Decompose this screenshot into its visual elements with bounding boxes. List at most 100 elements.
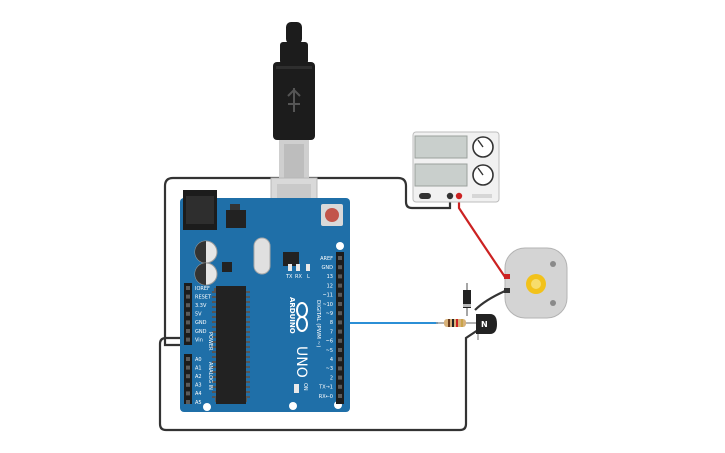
header-pin[interactable]: [186, 382, 190, 387]
led-rx-label: RX: [295, 274, 302, 280]
header-pin[interactable]: [186, 303, 190, 308]
digital-header-label: DIGITAL (PWM ~): [315, 300, 321, 347]
pin-label: A0: [195, 357, 202, 363]
pin-label: 2: [330, 375, 333, 381]
header-pin[interactable]: [338, 311, 342, 316]
pin-label: RESET: [195, 294, 212, 300]
pin-label: Vin: [195, 337, 203, 343]
pin-label: 8: [330, 320, 333, 326]
header-pin[interactable]: [338, 320, 342, 325]
header-pin[interactable]: [338, 302, 342, 306]
header-pin[interactable]: [338, 366, 342, 371]
supply-negative-terminal[interactable]: [446, 192, 454, 200]
arduino-logo-text: ARDUINO: [288, 297, 296, 334]
header-pin[interactable]: [186, 357, 190, 361]
header-pin[interactable]: [338, 274, 342, 279]
pin-label: A1: [195, 365, 202, 371]
pin-label: ~5: [326, 348, 333, 354]
header-pin[interactable]: [338, 329, 342, 334]
header-pin[interactable]: [186, 286, 190, 290]
header-pin[interactable]: [186, 337, 190, 342]
power-pin-strip[interactable]: IOREF RESET 3.3V 5V GND GND Vin: [186, 286, 212, 344]
motor-terminal-negative[interactable]: [504, 288, 510, 293]
wire-supply-to-motor[interactable]: [457, 198, 506, 278]
board-model: UNO: [293, 346, 309, 378]
transistor-label: N: [481, 320, 488, 329]
header-pin[interactable]: [186, 294, 190, 299]
pin-label: ~3: [326, 366, 333, 372]
power-header-label: POWER: [207, 332, 213, 351]
crystal-oscillator: [253, 237, 271, 275]
pin-label: TX→1: [318, 385, 333, 391]
voltage-regulator: [226, 210, 246, 228]
pin-label: ~11: [322, 293, 333, 299]
header-pin[interactable]: [186, 391, 190, 396]
diode[interactable]: [463, 283, 471, 316]
pin-label: A4: [195, 391, 202, 397]
arduino-logo: [296, 302, 308, 332]
dc-motor[interactable]: [504, 247, 568, 319]
header-pin[interactable]: [338, 375, 342, 380]
supply-positive-terminal[interactable]: [455, 192, 463, 200]
resistor[interactable]: [436, 319, 476, 327]
board-leds: [288, 264, 310, 271]
atmega-chip: [212, 286, 250, 404]
header-pin[interactable]: [338, 256, 342, 260]
header-pin[interactable]: [338, 348, 342, 352]
power-jack: [183, 190, 217, 230]
pin-label: IOREF: [195, 286, 210, 292]
led-tx-label: TX: [285, 274, 293, 280]
header-pin[interactable]: [186, 320, 190, 325]
pin-label: ~9: [326, 311, 333, 317]
pin-label: GND: [195, 329, 207, 335]
motor-terminal-positive[interactable]: [504, 274, 510, 279]
pin-label: 4: [330, 357, 333, 363]
header-pin[interactable]: [186, 329, 190, 333]
wire-ground-to-emitter[interactable]: [158, 329, 479, 432]
header-pin[interactable]: [338, 265, 342, 270]
wire-motor-to-collector[interactable]: [474, 289, 506, 311]
dc-power-supply[interactable]: [412, 131, 500, 203]
on-label: ON: [302, 383, 308, 391]
pin-label: A2: [195, 374, 202, 380]
npn-transistor[interactable]: N: [476, 314, 497, 340]
wire-ground-to-supply[interactable]: [163, 176, 452, 347]
arduino-uno-board[interactable]: TX RX L ARDUINO UNO ON AREFGND1312~11~10…: [180, 190, 350, 412]
usb-cable: [270, 22, 318, 225]
pin-label: ~10: [322, 302, 333, 308]
power-led: [294, 384, 299, 393]
header-pin[interactable]: [186, 311, 190, 316]
header-pin[interactable]: [338, 283, 342, 288]
header-pin[interactable]: [186, 400, 190, 404]
pin-label: GND: [322, 265, 334, 271]
supply-display-current: [414, 163, 468, 187]
header-pin[interactable]: [186, 365, 190, 370]
header-pin[interactable]: [338, 384, 342, 389]
supply-display-voltage: [414, 135, 468, 159]
pin-label: 13: [327, 274, 333, 280]
wires: [158, 176, 506, 432]
capacitors: [194, 240, 218, 286]
pin-label: ~6: [326, 339, 333, 345]
pin-label: 7: [330, 329, 333, 335]
header-pin[interactable]: [338, 357, 342, 362]
pin-label: A5: [195, 400, 202, 406]
header-pin[interactable]: [186, 374, 190, 379]
analog-header-label: ANALOG IN: [207, 362, 213, 390]
pin-label: 5V: [195, 312, 202, 318]
led-l-label: L: [307, 274, 310, 280]
supply-power-switch[interactable]: [419, 193, 431, 199]
analog-header: [184, 354, 192, 404]
pin-label: 12: [327, 283, 333, 289]
header-pin[interactable]: [338, 394, 342, 398]
header-pin[interactable]: [338, 338, 342, 343]
reset-button[interactable]: [321, 204, 343, 226]
pin-label: A3: [195, 383, 202, 389]
pin-label: 3.3V: [195, 303, 207, 309]
pin-label: GND: [195, 320, 207, 326]
header-pin[interactable]: [338, 292, 342, 297]
